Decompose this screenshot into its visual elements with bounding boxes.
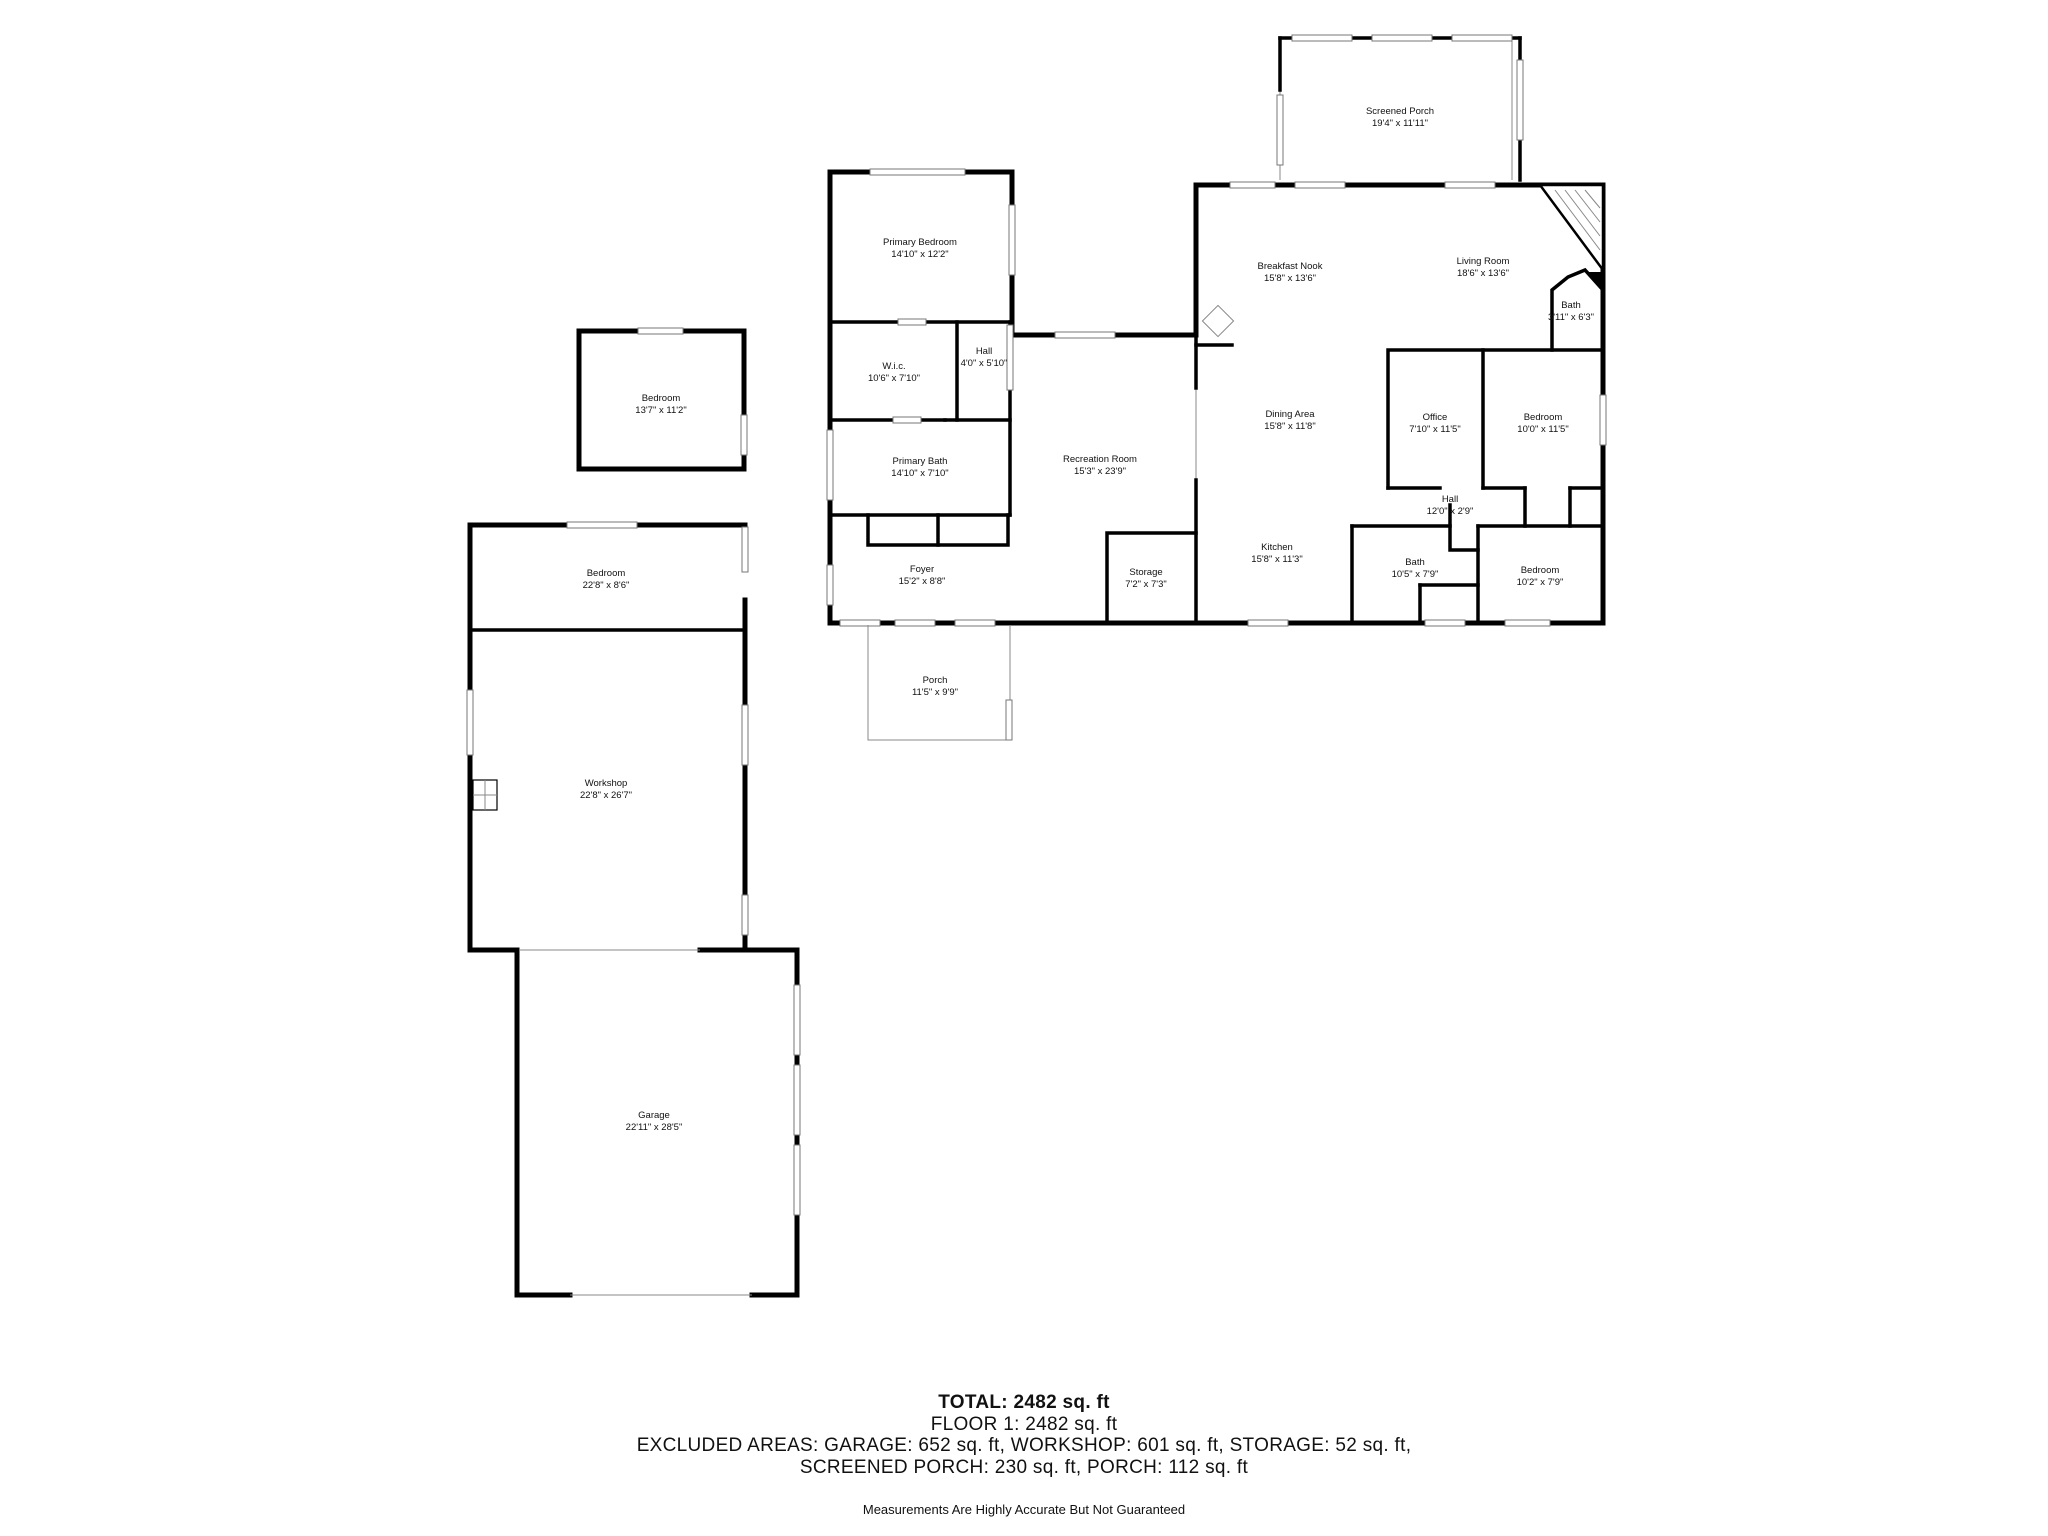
workshop-building-walls xyxy=(466,521,749,953)
room-dims-primary-bedroom: 14'10" x 12'2" xyxy=(891,249,948,260)
room-dims-primary-bath: 14'10" x 7'10" xyxy=(891,468,948,479)
room-dims-bedroom-west: 22'8" x 8'6" xyxy=(583,580,630,591)
room-name-breakfast-nook: Breakfast Nook xyxy=(1258,261,1323,272)
room-dims-wic: 10'6" x 7'10" xyxy=(868,373,920,384)
room-dims-bedroom-detached: 13'7" x 11'2" xyxy=(635,405,686,416)
room-dims-storage: 7'2" x 7'3" xyxy=(1125,579,1167,590)
summary-floor: FLOOR 1: 2482 sq. ft xyxy=(930,1413,1118,1435)
detached-bedroom-walls xyxy=(576,327,748,472)
area-summary: TOTAL: 2482 sq. ft FLOOR 1: 2482 sq. ft … xyxy=(0,1392,2048,1478)
disclaimer: Measurements Are Highly Accurate But Not… xyxy=(862,1502,1186,1517)
room-name-primary-bath: Primary Bath xyxy=(893,456,948,467)
room-name-garage: Garage xyxy=(638,1110,670,1121)
room-dims-recreation-room: 15'3" x 23'9" xyxy=(1074,466,1126,477)
room-dims-porch: 11'5" x 9'9" xyxy=(912,687,958,698)
summary-excluded-line-2: SCREENED PORCH: 230 sq. ft, PORCH: 112 s… xyxy=(799,1456,1249,1478)
room-labels: Screened Porch 19'4" x 11'11" Primary Be… xyxy=(580,106,1594,1133)
room-name-storage: Storage xyxy=(1129,567,1162,578)
room-dims-dining-area: 15'8" x 11'8" xyxy=(1264,421,1315,432)
room-name-dining-area: Dining Area xyxy=(1265,409,1315,420)
garage-walls xyxy=(514,947,801,1298)
room-name-bath-lower: Bath xyxy=(1405,557,1425,568)
room-name-office: Office xyxy=(1423,412,1448,423)
room-name-recreation-room: Recreation Room xyxy=(1063,454,1137,465)
room-dims-kitchen: 15'8" x 11'3" xyxy=(1251,554,1302,565)
summary-total: TOTAL: 2482 sq. ft xyxy=(938,1392,1110,1413)
room-name-workshop: Workshop xyxy=(585,778,628,789)
summary-excluded-line-1: EXCLUDED AREAS: GARAGE: 652 sq. ft, WORK… xyxy=(636,1435,1412,1456)
room-dims-bath-lower: 10'5" x 7'9" xyxy=(1392,569,1439,580)
room-name-bedroom-southeast: Bedroom xyxy=(1521,565,1560,576)
room-name-bedroom-detached: Bedroom xyxy=(642,393,681,404)
room-name-hall-upper: Hall xyxy=(976,346,992,357)
porch-outline xyxy=(867,625,1013,741)
room-name-foyer: Foyer xyxy=(910,564,934,575)
room-name-bath-small: Bath xyxy=(1561,300,1581,311)
room-dims-hall-upper: 4'0" x 5'10" xyxy=(961,358,1008,369)
room-dims-office: 7'10" x 11'5" xyxy=(1409,424,1460,435)
room-name-primary-bedroom: Primary Bedroom xyxy=(883,237,957,248)
main-house-walls xyxy=(826,168,1607,627)
room-dims-foyer: 15'2" x 8'8" xyxy=(899,576,946,587)
room-dims-screened-porch: 19'4" x 11'11" xyxy=(1372,118,1428,129)
room-dims-bedroom-east: 10'0" x 11'5" xyxy=(1517,424,1568,435)
room-name-wic: W.i.c. xyxy=(882,361,905,372)
screened-porch-outline xyxy=(1276,34,1524,182)
room-dims-hall-lower: 12'0" x 2'9" xyxy=(1427,506,1474,517)
room-name-bedroom-east: Bedroom xyxy=(1524,412,1563,423)
room-name-living-room: Living Room xyxy=(1457,256,1510,267)
room-dims-garage: 22'11" x 28'5" xyxy=(626,1122,683,1133)
room-dims-living-room: 18'6" x 13'6" xyxy=(1457,268,1509,279)
room-name-bedroom-west: Bedroom xyxy=(587,568,626,579)
room-name-screened-porch: Screened Porch xyxy=(1366,106,1434,117)
room-dims-bedroom-southeast: 10'2" x 7'9" xyxy=(1517,577,1564,588)
room-name-hall-lower: Hall xyxy=(1442,494,1458,505)
room-dims-workshop: 22'8" x 26'7" xyxy=(580,790,632,801)
room-dims-bath-small: 3'11" x 6'3" xyxy=(1548,312,1594,323)
room-name-kitchen: Kitchen xyxy=(1261,542,1293,553)
room-dims-breakfast-nook: 15'8" x 13'6" xyxy=(1264,273,1316,284)
interior-walls xyxy=(828,183,1606,625)
room-name-porch: Porch xyxy=(923,675,948,686)
